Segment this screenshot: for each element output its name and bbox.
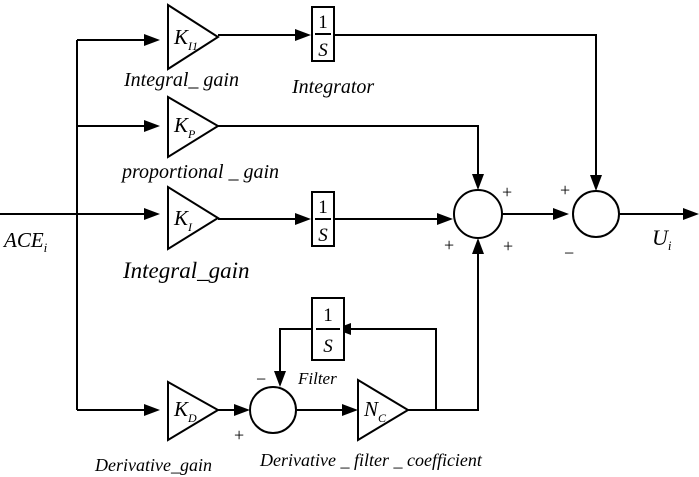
gain-k-d-subscript: D: [187, 411, 197, 425]
gain-k-i1-subscript: I1: [187, 39, 198, 53]
sum1-bottom-right-sign: +: [503, 236, 513, 256]
integrator-mid-denominator: S: [318, 225, 328, 246]
caption-integrator: Integrator: [291, 76, 374, 98]
svg-text:NC: NC: [363, 397, 387, 425]
gain-k-p-symbol: K: [173, 113, 189, 137]
gain-block-k-i: KI: [167, 185, 220, 251]
gain-block-k-p: KP: [167, 95, 220, 159]
svg-text:Ui: Ui: [652, 225, 672, 253]
arrow-into-sum3-left: [234, 404, 250, 416]
caption-integral-gain-top: Integral_ gain: [123, 69, 239, 91]
integrator-to-sum2-wire: [334, 34, 597, 185]
arrow-into-k-p: [144, 120, 160, 132]
gain-k-d-symbol: K: [173, 397, 189, 421]
arrow-into-sum1-bottom: [472, 238, 484, 254]
arrow-into-integrator-top: [295, 29, 311, 41]
gain-n-c-subscript: C: [378, 411, 387, 425]
sum3-left-sign: +: [234, 425, 244, 445]
filter-denominator: S: [323, 336, 333, 357]
filter-output-wire: [279, 328, 312, 373]
k-p-to-sum1-wire: [218, 125, 479, 181]
filter-numerator: 1: [323, 305, 333, 326]
output-label-subscript: i: [668, 238, 672, 253]
arrow-into-k-d: [144, 404, 160, 416]
integrator-top-numerator: 1: [318, 12, 328, 33]
sum2-top-sign: +: [560, 180, 570, 200]
caption-proportional-gain: proportional _ gain: [120, 161, 279, 183]
arrow-into-sum1-top: [472, 174, 484, 190]
gain-k-i-subscript: I: [187, 220, 193, 234]
sum1-top-sign: +: [502, 182, 512, 202]
integrator-block-mid: 1 S: [311, 191, 335, 247]
caption-derivative-gain: Derivative_gain: [94, 455, 212, 475]
gain-k-i-symbol: K: [173, 206, 189, 230]
gain-k-p-subscript: P: [187, 127, 196, 141]
sum2-bottom-sign: −: [564, 243, 574, 263]
integrator-top-denominator: S: [318, 40, 328, 61]
arrow-into-sum1-left: [437, 213, 453, 225]
gain-block-n-c: NC: [357, 378, 410, 442]
arrowheads: [144, 29, 699, 416]
output-label: U: [652, 225, 670, 250]
arrow-output: [683, 208, 699, 220]
svg-text:KI1: KI1: [173, 25, 198, 53]
n-c-to-sum1-wire: [408, 253, 479, 411]
gain-n-c-symbol: N: [363, 397, 379, 421]
svg-text:KP: KP: [173, 113, 196, 141]
gain-block-k-i1: KI1: [167, 3, 220, 71]
svg-text:KD: KD: [173, 397, 197, 425]
arrow-into-sum3-top: [274, 371, 286, 387]
sum1-left-sign: +: [444, 235, 454, 255]
summing-junction-output: [572, 190, 620, 238]
filter-feedback-wire: [344, 328, 437, 410]
arrow-into-sum2-left: [553, 208, 569, 220]
svg-text:ACEi: ACEi: [2, 228, 48, 255]
arrow-into-k-i: [144, 208, 160, 220]
gain-k-i1-symbol: K: [173, 25, 189, 49]
arrow-into-k-i1: [144, 34, 160, 46]
integrator-mid-numerator: 1: [318, 197, 328, 218]
arrow-into-n-c: [342, 404, 358, 416]
svg-text:KI: KI: [173, 206, 193, 234]
integrator-block-top: 1 S: [311, 6, 335, 62]
caption-derivative-filter-coefficient: Derivative _ filter _ coefficient: [259, 450, 483, 470]
arrow-into-sum2-top: [590, 175, 602, 191]
filter-integrator-block: 1 S: [311, 297, 345, 361]
summing-junction-main: [453, 189, 503, 239]
arrow-into-integrator-mid: [295, 213, 311, 225]
summing-junction-derivative: [249, 386, 297, 434]
gain-block-k-d: KD: [167, 380, 220, 442]
input-label: ACE: [2, 228, 44, 252]
caption-integral-gain-mid: Integral_gain: [122, 258, 250, 283]
input-label-subscript: i: [44, 240, 48, 255]
signal-wires: [0, 34, 684, 411]
caption-filter: Filter: [297, 369, 337, 388]
sum3-top-sign: −: [256, 369, 266, 389]
